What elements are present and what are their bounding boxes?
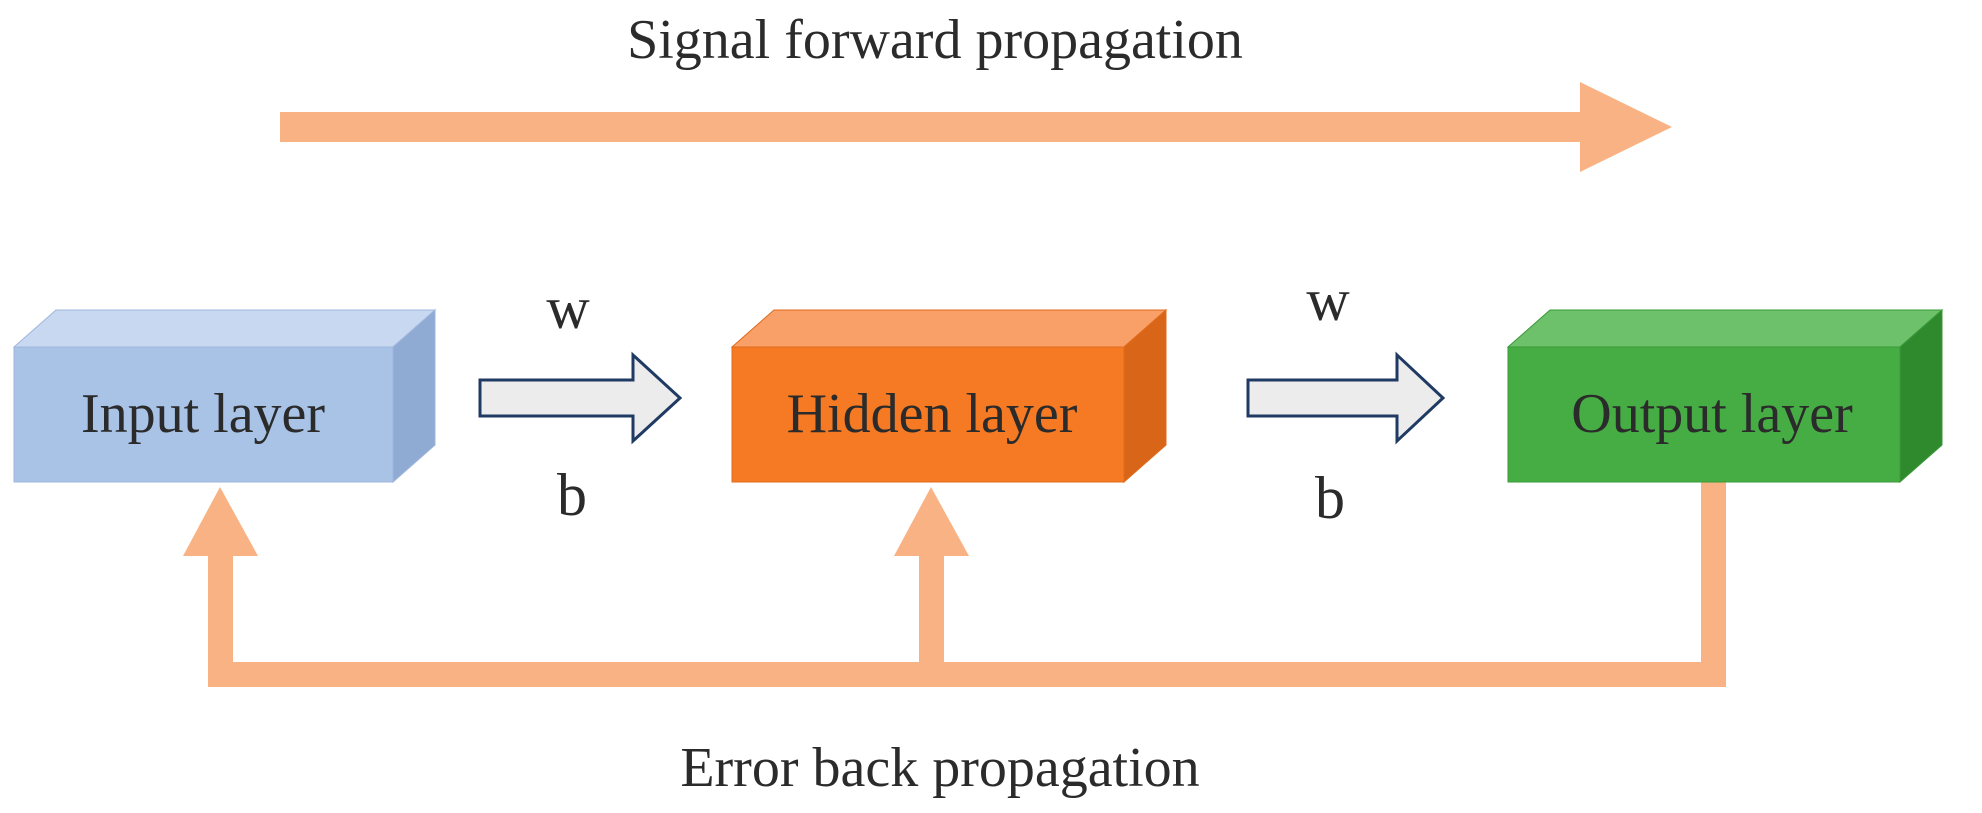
input-to-hidden-weight: w	[546, 275, 590, 341]
hidden-layer-box-front	[731, 346, 1125, 483]
back-propagation-input-arrowhead	[183, 487, 258, 556]
output-layer-box: Output layer	[1506, 308, 1944, 484]
hidden-layer-box: Hidden layer	[730, 308, 1168, 484]
back-propagation-hidden-arrowhead	[894, 487, 969, 556]
input-to-hidden-bias: b	[557, 462, 587, 528]
hidden-to-output-bias: b	[1315, 465, 1345, 531]
forward-propagation-label: Signal forward propagation	[627, 9, 1243, 71]
hidden-layer-label: Hidden layer	[787, 383, 1078, 445]
input-layer-box-front	[13, 346, 394, 483]
error-back-propagation-path	[183, 478, 1726, 687]
hidden-to-output-connection: w b	[1246, 267, 1446, 531]
back-propagation-bottom-bar	[208, 662, 1726, 687]
output-layer-box-top	[1506, 309, 1944, 348]
hidden-to-output-arrow	[1246, 351, 1446, 445]
input-layer-label: Input layer	[81, 383, 325, 445]
input-to-hidden-arrow	[478, 351, 683, 445]
input-layer-box: Input layer	[12, 308, 437, 484]
hidden-to-output-weight: w	[1306, 267, 1350, 333]
back-propagation-hidden-riser	[919, 552, 944, 687]
back-propagation-output-riser	[1701, 478, 1726, 687]
output-layer-box-front	[1507, 346, 1901, 483]
back-propagation-input-riser	[208, 552, 233, 687]
back-propagation-label: Error back propagation	[680, 737, 1199, 799]
hidden-layer-box-top	[730, 309, 1168, 348]
input-to-hidden-connection: w b	[478, 275, 683, 528]
output-layer-label: Output layer	[1571, 383, 1853, 445]
forward-propagation-arrow	[280, 82, 1672, 172]
input-layer-box-top	[12, 309, 437, 348]
